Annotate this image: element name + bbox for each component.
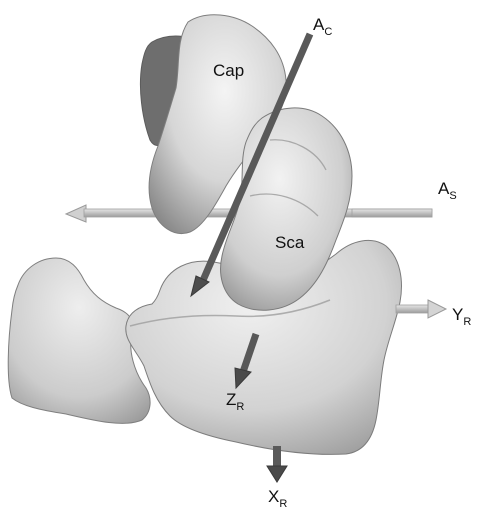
radius-x-axis-label: XR xyxy=(268,487,287,509)
capitate-label: Cap xyxy=(213,61,244,80)
radius-y-axis-label: YR xyxy=(452,305,471,328)
capitate-axis-label: AC xyxy=(313,15,332,38)
scaphoid-axis-arrowhead xyxy=(66,205,86,222)
radius-y-axis-shaft xyxy=(396,305,430,313)
scaphoid-axis-label: AS xyxy=(438,179,457,202)
radius-y-axis-arrow xyxy=(396,300,446,318)
scaphoid-label: Sca xyxy=(275,233,305,252)
radius-x-axis-shaft xyxy=(273,446,281,468)
scaphoid-axis-shaft-front xyxy=(352,209,432,217)
radius-y-axis-arrowhead xyxy=(428,300,446,318)
radius-x-axis-arrowhead xyxy=(267,466,287,482)
